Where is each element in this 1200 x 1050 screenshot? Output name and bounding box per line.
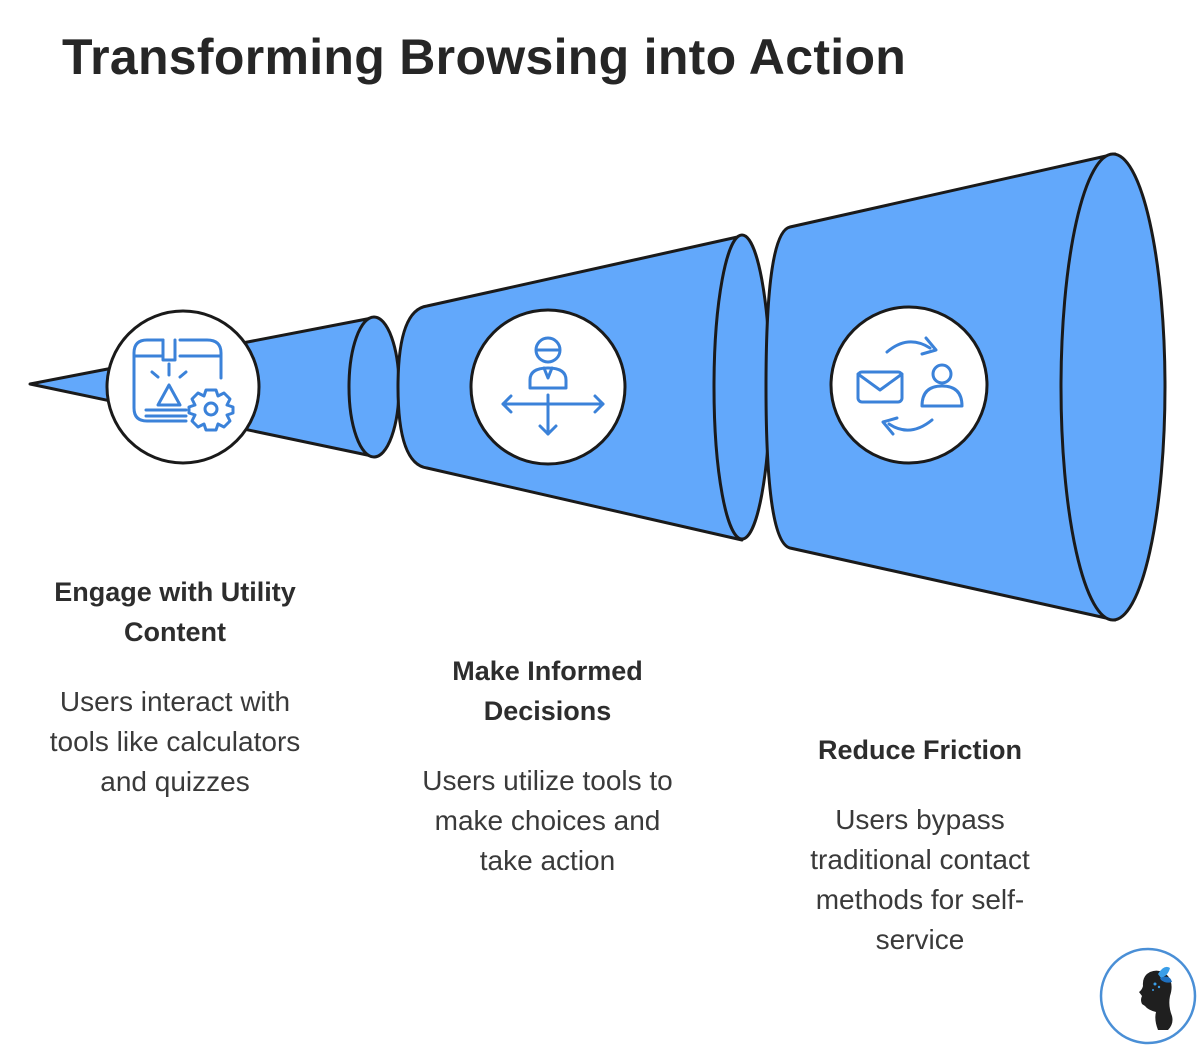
step-description-line: tools like calculators (49, 726, 301, 757)
mail-person-exchange-icon (856, 336, 964, 436)
person-directions-icon (501, 336, 605, 436)
step-title-line: Make Informed (452, 656, 643, 686)
step-description-line: methods for self- (815, 884, 1025, 915)
step-title-line: Decisions (483, 696, 612, 726)
interactive-tool-gear-icon (132, 338, 235, 432)
step-engage-utility-content: Engage with Utility Content Users intera… (20, 572, 330, 802)
step-title: Make Informed Decisions (385, 651, 710, 731)
step-description: Users bypass traditional contact methods… (765, 800, 1075, 960)
step-title-line: Reduce Friction (817, 735, 1023, 765)
step-description-line: and quizzes (100, 766, 250, 797)
step-make-informed-decisions: Make Informed Decisions Users utilize to… (385, 651, 710, 881)
step-description-line: service (875, 924, 965, 955)
step-description-line: traditional contact (810, 844, 1030, 875)
page-title: Transforming Browsing into Action (62, 29, 907, 85)
step-description: Users interact with tools like calculato… (20, 682, 330, 802)
step-title-line: Content (124, 617, 226, 647)
step-title: Engage with Utility Content (20, 572, 330, 652)
step-2-icon-circle (469, 308, 627, 466)
step-description-line: take action (479, 845, 616, 876)
step-description-line: Users bypass (835, 804, 1005, 835)
step-description-line: make choices and (434, 805, 661, 836)
step-title: Reduce Friction (765, 730, 1075, 770)
step-description-line: Users interact with (59, 686, 291, 717)
step-description-line: Users utilize tools to (422, 765, 673, 796)
woman-silhouette-butterfly-logo (1099, 947, 1197, 1045)
step-reduce-friction: Reduce Friction Users bypass traditional… (765, 730, 1075, 960)
step-1-icon-circle (105, 309, 261, 465)
step-3-icon-circle (829, 305, 989, 465)
step-description: Users utilize tools to make choices and … (385, 761, 710, 881)
step-title-line: Engage with Utility (54, 577, 296, 607)
